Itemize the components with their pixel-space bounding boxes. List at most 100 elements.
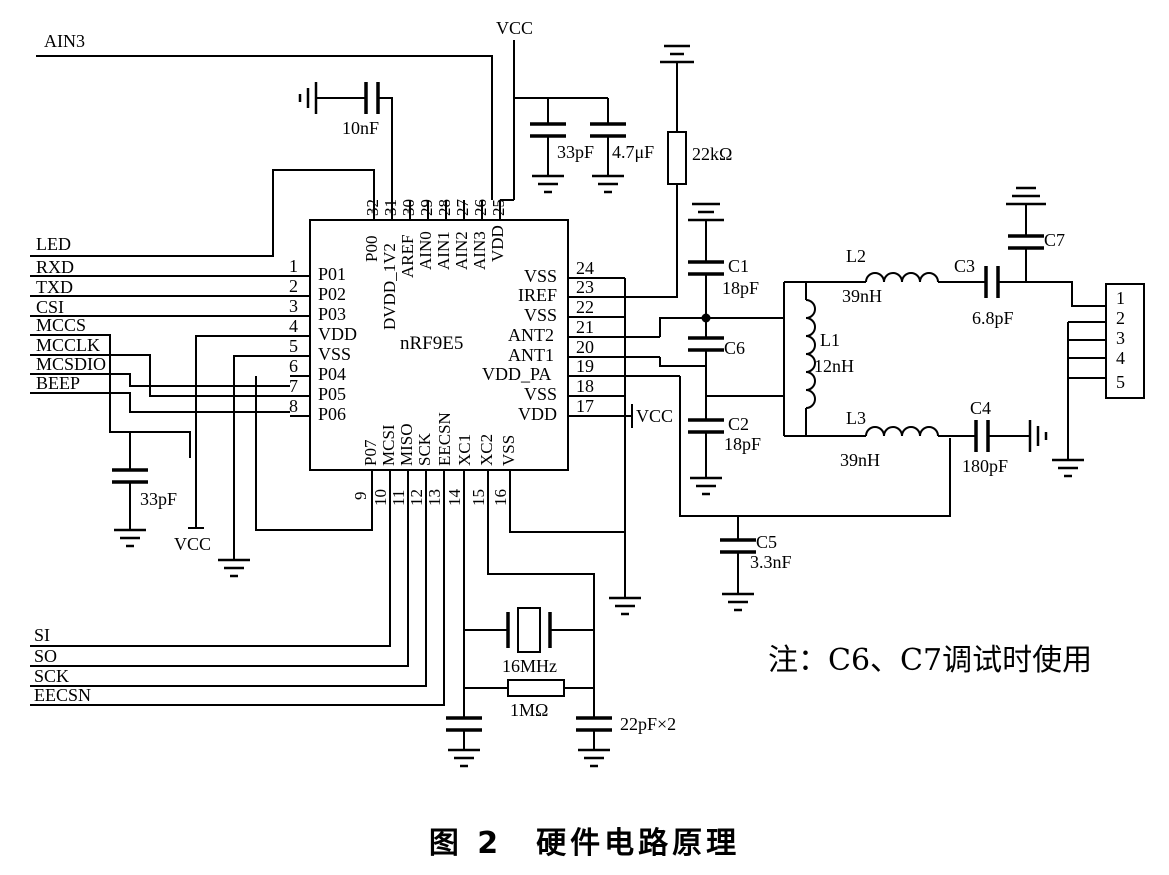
crystal-section: 16MHz 1MΩ 22pF×2	[446, 490, 676, 768]
label-crystal: 16MHz	[502, 656, 557, 676]
pin-2-number: 2	[289, 276, 298, 296]
label-22k: 22kΩ	[692, 144, 732, 164]
pin-25-number: 25	[489, 199, 508, 216]
connector-pin-4: 4	[1116, 348, 1125, 368]
pin-1-name: P01	[318, 264, 346, 284]
left-pins: 1 2 3 4 5 6 7 8 P01 P02 P03 VDD VSS P04 …	[289, 256, 357, 424]
pin-19-number: 19	[576, 356, 594, 376]
right-pins: 24 23 22 21 20 19 18 17 VSS IREF VSS ANT…	[482, 258, 680, 424]
net-csi: CSI	[36, 297, 64, 317]
pin-10-name: MCSI	[379, 424, 398, 466]
label-c2-value: 18pF	[724, 434, 761, 454]
pin-14-name: XC1	[455, 434, 474, 466]
chip-body	[309, 219, 569, 471]
label-c3-value: 6.8pF	[972, 308, 1014, 328]
pin-23-name: IREF	[518, 285, 557, 305]
pin-6-name: P04	[318, 364, 346, 384]
pin-24-name: VSS	[524, 266, 557, 286]
pin-20-number: 20	[576, 337, 594, 357]
label-33pf-left: 33pF	[140, 489, 177, 509]
rf-section: C1 18pF C6 C2 18pF L1 12nH	[659, 186, 1106, 612]
pin-9-number: 9	[351, 492, 370, 501]
label-c4-value: 180pF	[962, 456, 1008, 476]
left-nets: LED RXD TXD CSI MCCS MCCLK MCSDIO BEEP V…	[30, 169, 375, 560]
debug-note: 注：C6、C7调试时使用	[768, 643, 1093, 678]
pin-30-number: 30	[399, 199, 418, 216]
pin-4-name: VDD	[318, 324, 357, 344]
pin-7-name: P05	[318, 384, 346, 404]
pin-31-number: 31	[381, 199, 400, 216]
pin-22-number: 22	[576, 297, 594, 317]
pin-24-number: 24	[576, 258, 594, 278]
connector-pin-2: 2	[1116, 308, 1125, 328]
label-33pf-top: 33pF	[557, 142, 594, 162]
net-beep: BEEP	[36, 373, 80, 393]
resistor-22k: 22kΩ	[588, 44, 732, 298]
net-vcc-left: VCC	[174, 534, 211, 554]
pin-15-name: XC2	[477, 434, 496, 466]
antenna-connector: 1 2 3 4 5	[1052, 283, 1145, 478]
bottom-pins: 9 10 11 12 13 14 15 16 P07 MCSI MISO SCK…	[351, 412, 518, 506]
pin-10-number: 10	[371, 489, 390, 506]
net-vcc-pin17: VCC	[636, 406, 673, 426]
net-txd: TXD	[36, 277, 73, 297]
pin-9-name: P07	[361, 439, 380, 466]
pin-27-number: 27	[453, 199, 472, 217]
pin-4-number: 4	[289, 316, 298, 336]
pin-29-name: AIN0	[416, 231, 435, 270]
pin-7-number: 7	[289, 376, 298, 396]
connector-pin-5: 5	[1116, 372, 1125, 392]
pin-16-name: VSS	[499, 435, 518, 466]
label-4-7uf: 4.7μF	[612, 142, 654, 162]
connector-pin-1: 1	[1116, 288, 1125, 308]
pin-13-number: 13	[425, 489, 444, 506]
pin-5-name: VSS	[318, 344, 351, 364]
pin-26-name: AIN3	[470, 231, 489, 270]
pin-27-name: AIN2	[452, 231, 471, 270]
pin-23-number: 23	[576, 277, 594, 297]
figure-caption: 图 2 硬件电路原理	[428, 826, 741, 861]
pin-12-number: 12	[407, 489, 426, 506]
cap-10nf: 10nF	[298, 82, 393, 200]
pin-19-name: VDD_PA	[482, 364, 551, 384]
pin-31-name: DVDD_1V2	[380, 243, 399, 330]
label-10nf: 10nF	[342, 118, 379, 138]
pin-20-name: ANT1	[508, 345, 554, 365]
label-l2-value: 39nH	[842, 286, 882, 306]
pin-26-number: 26	[471, 199, 490, 216]
pin-25-name: VDD	[488, 225, 507, 262]
net-si: SI	[34, 625, 50, 645]
label-c1-value: 18pF	[722, 278, 759, 298]
connector-pin-3: 3	[1116, 328, 1125, 348]
pin-8-name: P06	[318, 404, 346, 424]
pin-5-number: 5	[289, 336, 298, 356]
chip-name: nRF9E5	[400, 333, 463, 354]
net-ain3: AIN3	[44, 31, 85, 51]
net-vcc-top: VCC	[496, 18, 533, 38]
pin-15-number: 15	[469, 489, 488, 506]
pin-32-name: P00	[362, 236, 381, 262]
pin-18-name: VSS	[524, 384, 557, 404]
pin-11-name: MISO	[397, 423, 416, 466]
label-c2-name: C2	[728, 414, 749, 434]
net-so: SO	[34, 646, 57, 666]
pin-14-number: 14	[445, 489, 464, 507]
pin-22-name: VSS	[524, 305, 557, 325]
pin-1-number: 1	[289, 256, 298, 276]
pin-32-number: 32	[363, 199, 382, 216]
label-c5-value: 3.3nF	[750, 552, 792, 572]
pin-21-number: 21	[576, 317, 594, 337]
pin-16-number: 16	[491, 489, 510, 506]
label-l3-value: 39nH	[840, 450, 880, 470]
pin-21-name: ANT2	[508, 325, 554, 345]
pin-17-number: 17	[576, 396, 594, 416]
label-l1-value: 12nH	[814, 356, 854, 376]
net-rxd: RXD	[36, 257, 74, 277]
net-mccs: MCCS	[36, 315, 86, 335]
net-sck: SCK	[34, 666, 69, 686]
pin-29-number: 29	[417, 199, 436, 216]
label-c7-name: C7	[1044, 230, 1065, 250]
pin-11-number: 11	[389, 490, 408, 506]
label-l2-name: L2	[846, 246, 866, 266]
